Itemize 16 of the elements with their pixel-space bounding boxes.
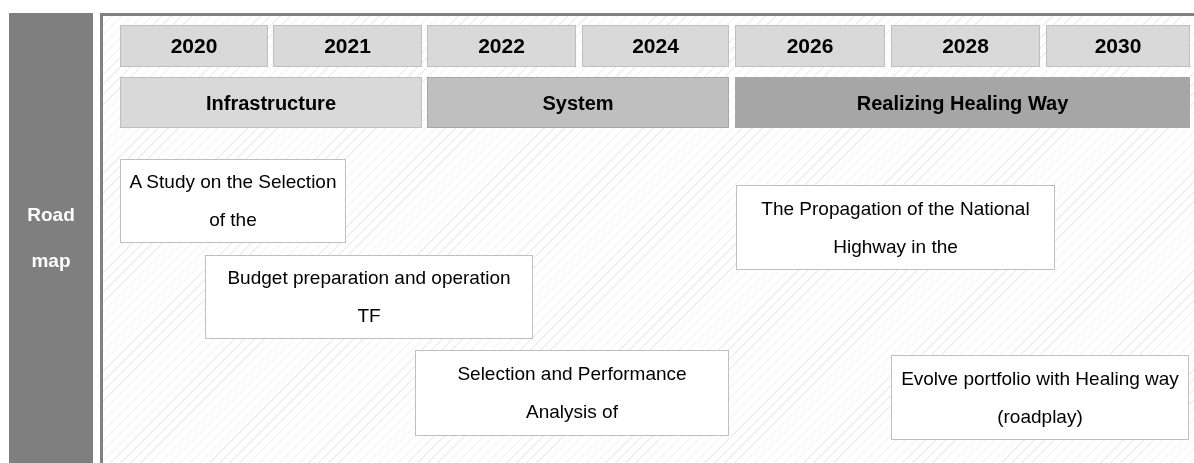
year-header: 2021 — [273, 25, 422, 67]
task-box: Evolve portfolio with Healing way (roadplay) — [891, 355, 1189, 440]
year-header: 2026 — [735, 25, 885, 67]
task-box: The Propagation of the National Highway in the — [736, 185, 1055, 270]
phase-bar: Realizing Healing Way — [735, 77, 1190, 128]
year-header: 2028 — [891, 25, 1040, 67]
task-box: Selection and Performance Analysis of — [415, 350, 729, 436]
phase-bar: Infrastructure — [120, 77, 422, 128]
phase-bar: System — [427, 77, 729, 128]
year-header: 2022 — [427, 25, 576, 67]
row-header: Road map — [9, 13, 93, 463]
task-box: A Study on the Selection of the — [120, 159, 346, 243]
year-header: 2030 — [1046, 25, 1190, 67]
task-box: Budget preparation and operation TF — [205, 255, 533, 339]
year-header: 2024 — [582, 25, 729, 67]
year-header: 2020 — [120, 25, 268, 67]
